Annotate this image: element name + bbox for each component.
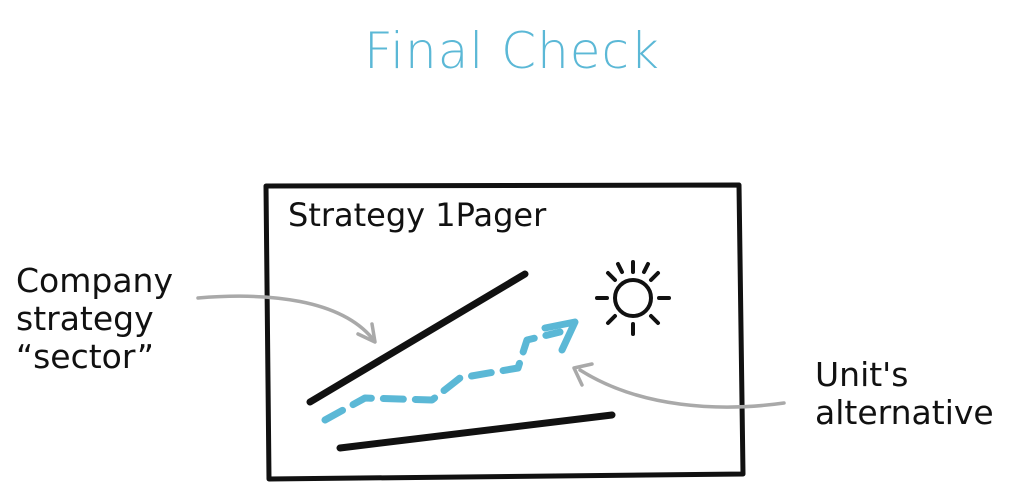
page-title: Final Check xyxy=(364,22,660,80)
baseline-line xyxy=(336,411,616,452)
right-annotation-arrowhead xyxy=(572,362,594,387)
card-title: Strategy 1Pager xyxy=(288,196,547,234)
sun-icon xyxy=(595,260,671,336)
left-annotation-arrowhead xyxy=(356,322,377,344)
company-strategy-label-line: “sector” xyxy=(16,337,154,376)
unit-alternative-label-line: Unit's xyxy=(815,355,909,394)
unit-alternative-label: Unit's alternative xyxy=(815,356,994,432)
right-annotation-arrow xyxy=(578,368,786,409)
company-strategy-label-line: Company xyxy=(16,261,173,300)
company-strategy-label-line: strategy xyxy=(16,299,154,338)
company-strategy-label: Company strategy “sector” xyxy=(16,262,173,376)
company-strategy-line xyxy=(306,270,529,406)
left-annotation-arrow xyxy=(196,294,374,340)
unit-alternative-path xyxy=(321,328,564,424)
unit-alternative-label-line: alternative xyxy=(815,393,994,432)
unit-alternative-arrowhead xyxy=(541,318,579,354)
strategy-card-frame xyxy=(263,182,746,482)
